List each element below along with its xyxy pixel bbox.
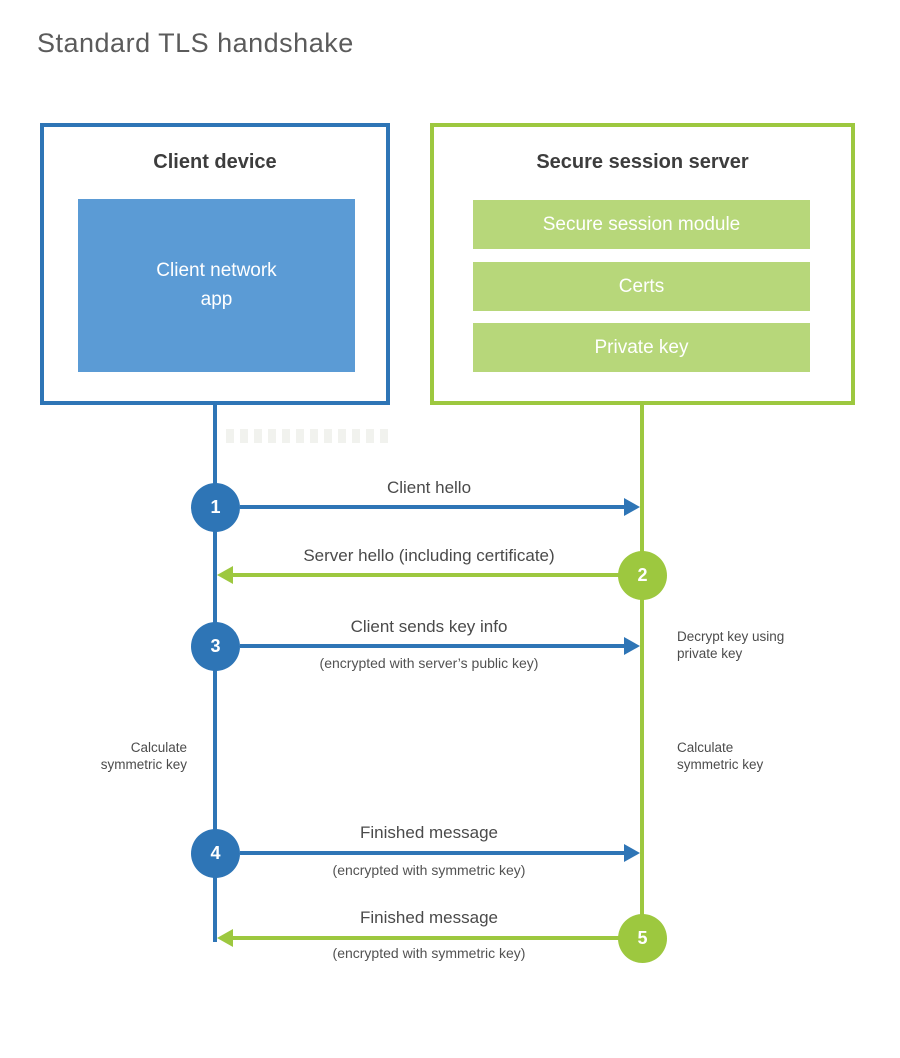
arrowhead-left-icon	[217, 566, 233, 584]
client-device-title: Client device	[153, 151, 277, 173]
client-network-app-box: Client network app	[78, 199, 355, 372]
secure-session-server-box: Secure session server Secure session mod…	[430, 123, 855, 405]
server-module-certs: Certs	[473, 262, 810, 311]
arrowhead-left-icon	[217, 929, 233, 947]
note-calculate-symmetric-key-server: Calculate symmetric key	[677, 740, 764, 773]
flow-1-arrow-line	[240, 505, 624, 509]
step-circle-2: 2	[618, 551, 667, 600]
client-lifeline	[213, 405, 217, 942]
arrowhead-right-icon	[624, 637, 640, 655]
flow-4-arrow-line	[240, 851, 624, 855]
step-circle-1: 1	[191, 483, 240, 532]
page-title: Standard TLS handshake	[37, 28, 354, 58]
flow-5-sublabel: (encrypted with symmetric key)	[332, 945, 526, 961]
flow-3-label: Client sends key info	[350, 617, 508, 636]
flow-5-label: Finished message	[360, 908, 498, 927]
flow-4-sublabel: (encrypted with symmetric key)	[332, 862, 526, 878]
step-circle-3: 3	[191, 622, 240, 671]
secure-session-server-title: Secure session server	[536, 151, 749, 173]
note-decrypt-key: Decrypt key using private key	[677, 629, 785, 662]
step-circle-4: 4	[191, 829, 240, 878]
flow-4-label: Finished message	[360, 823, 498, 842]
flow-3-arrow-line	[240, 644, 624, 648]
arrowhead-right-icon	[624, 844, 640, 862]
flow-2-arrow-line	[233, 573, 640, 577]
step-circle-5: 5	[618, 914, 667, 963]
server-module-secure-session: Secure session module	[473, 200, 810, 249]
flow-3-sublabel: (encrypted with server’s public key)	[319, 655, 539, 671]
faint-dashed-artifact	[226, 429, 388, 443]
server-lifeline	[640, 405, 644, 938]
client-device-box: Client device Client network app	[40, 123, 390, 405]
note-calculate-symmetric-key-client: Calculate symmetric key	[100, 740, 187, 773]
flow-5-arrow-line	[233, 936, 640, 940]
flow-2-label: Server hello (including certificate)	[303, 546, 555, 565]
server-module-private-key: Private key	[473, 323, 810, 372]
arrowhead-right-icon	[624, 498, 640, 516]
flow-1-label: Client hello	[386, 478, 472, 497]
